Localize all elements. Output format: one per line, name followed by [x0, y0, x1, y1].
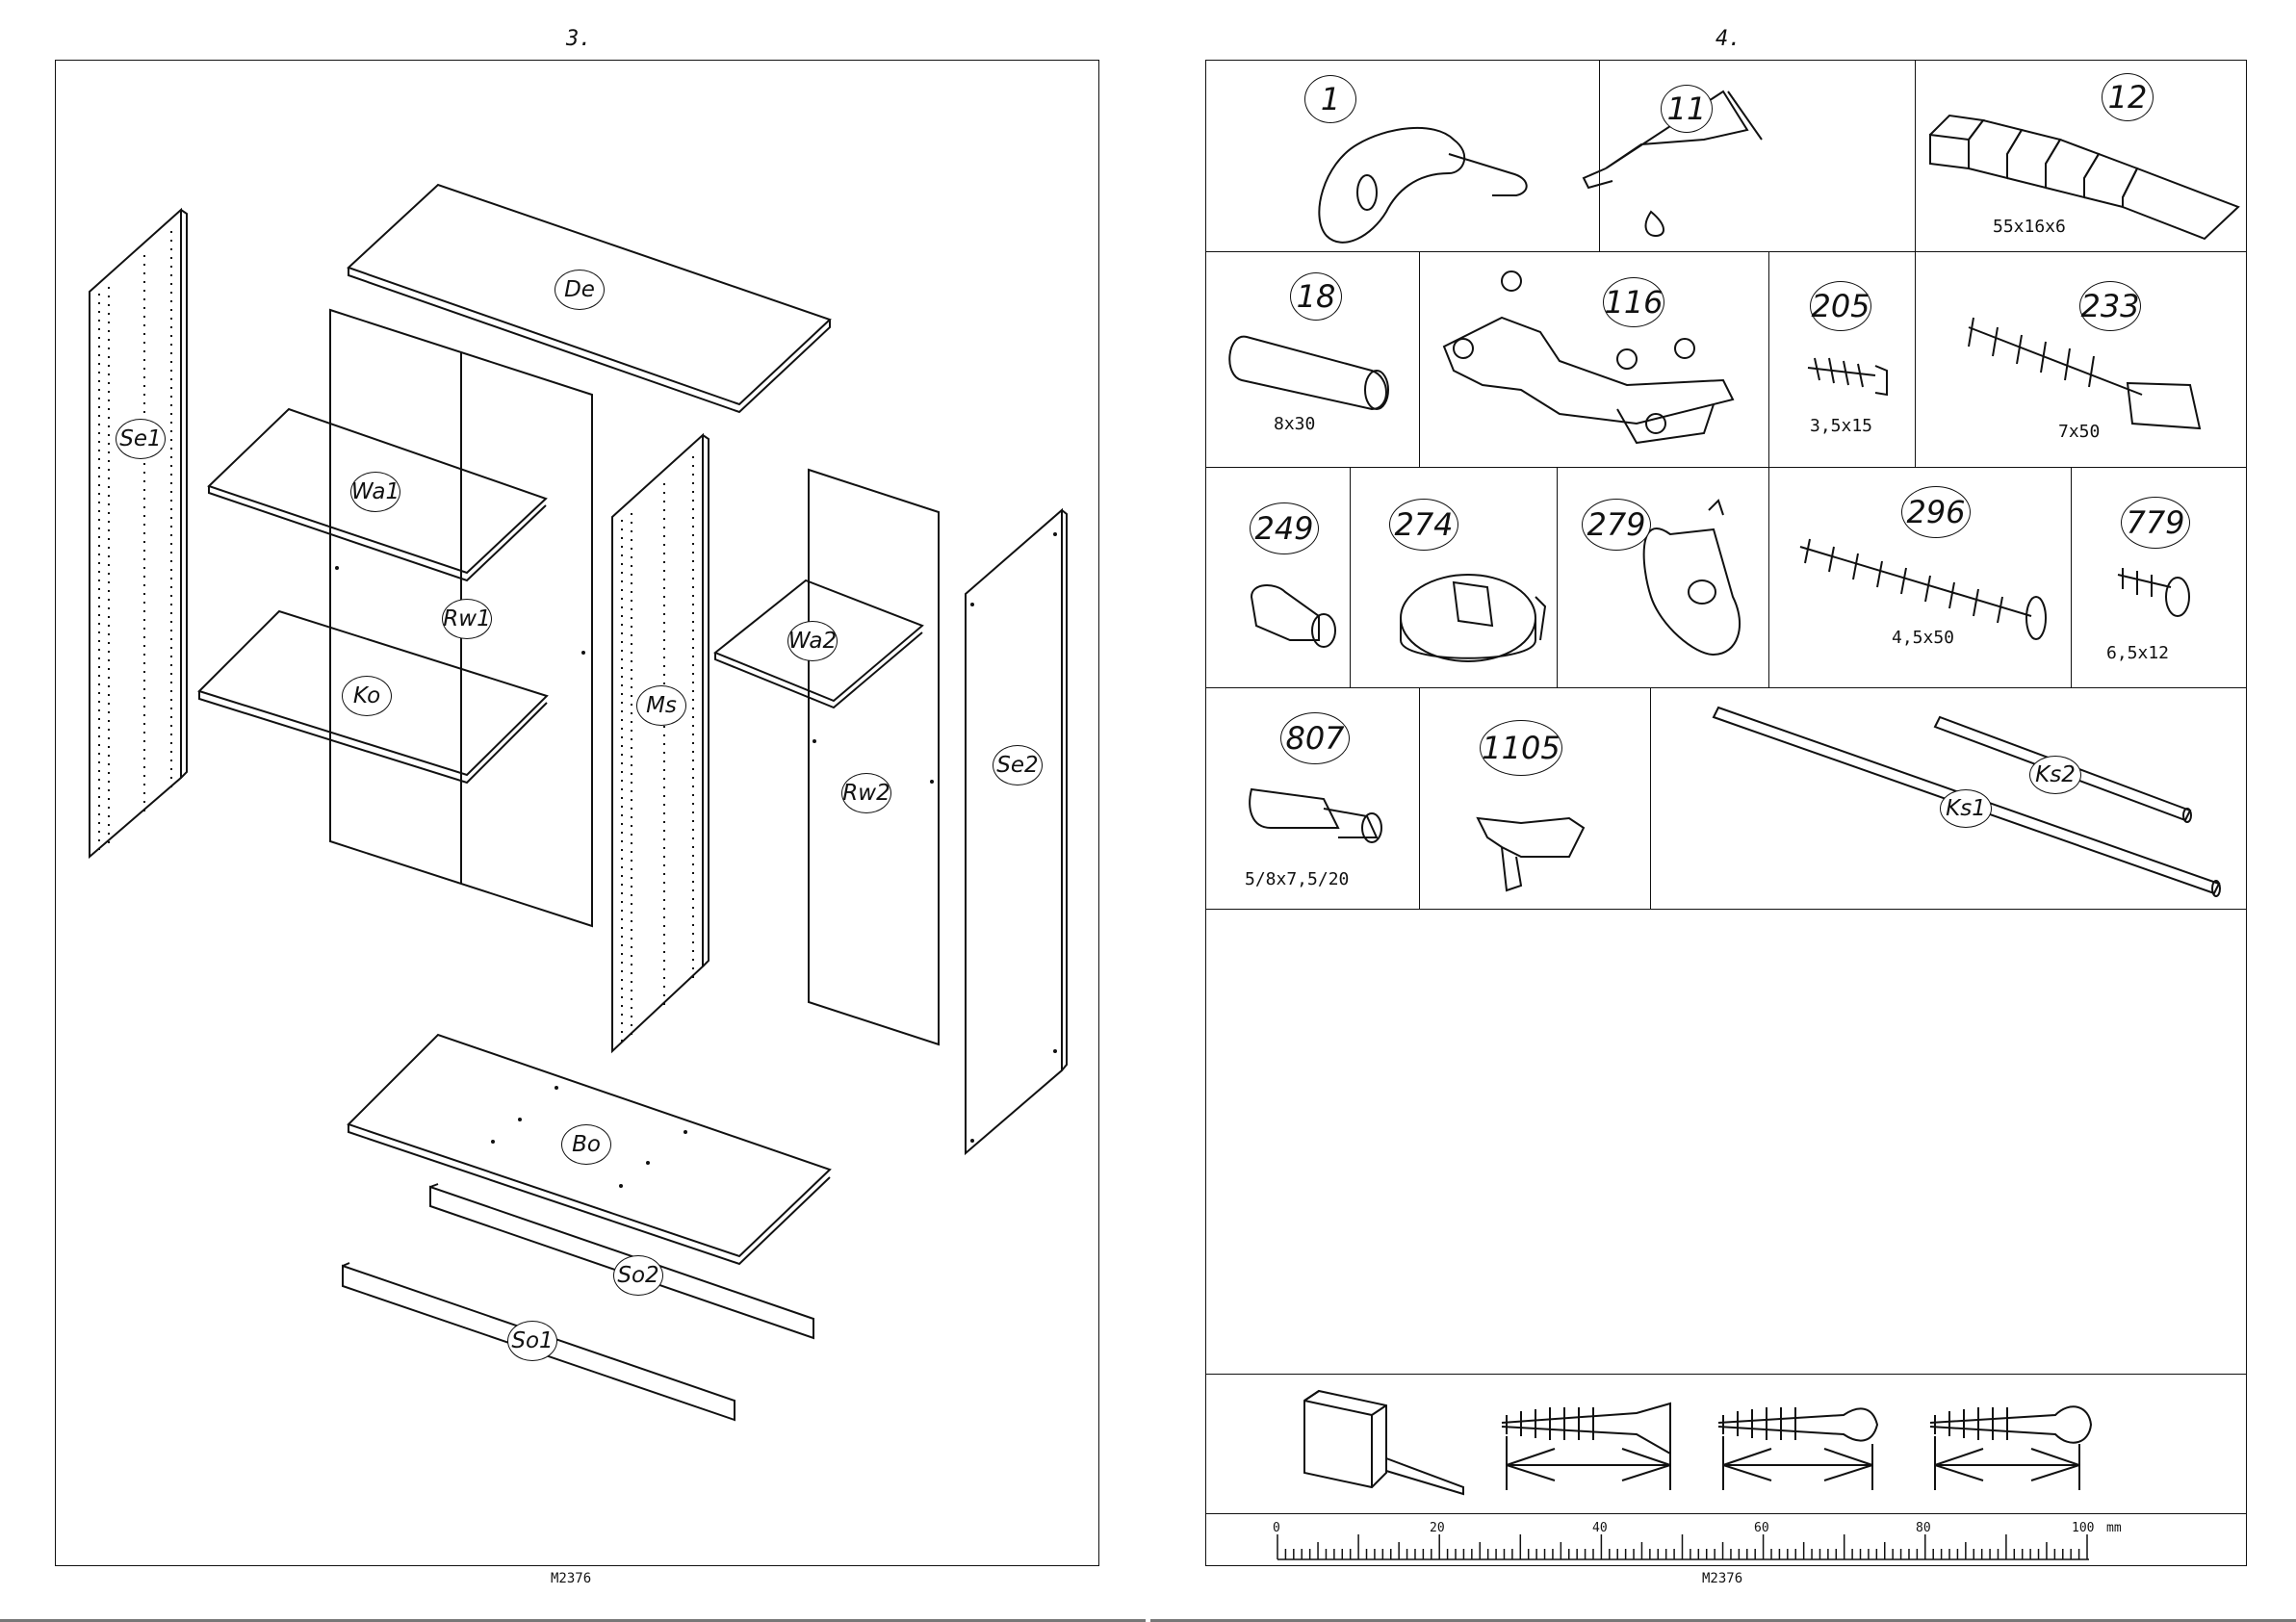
hardware-id-249: 249	[1250, 502, 1319, 554]
ruler-label-0: 0	[1273, 1521, 1280, 1535]
ruler-unit: mm	[2106, 1521, 2122, 1535]
hardware-id-12: 12	[2102, 73, 2154, 121]
hardware-id-11: 11	[1661, 85, 1713, 133]
hardware-size-12: 55x16x6	[1993, 217, 2066, 237]
hardware-size-233: 7x50	[2058, 422, 2100, 442]
ruler-label-40: 40	[1592, 1521, 1608, 1535]
rod-label-ks1: Ks1	[1940, 789, 1992, 828]
hardware-id-116: 116	[1603, 277, 1664, 327]
hardware-id-807: 807	[1280, 712, 1350, 764]
ruler-label-60: 60	[1754, 1521, 1769, 1535]
rod-label-ks2: Ks2	[2029, 756, 2081, 794]
hardware-size-205: 3,5x15	[1810, 416, 1872, 436]
ruler-label-20: 20	[1430, 1521, 1445, 1535]
hardware-id-1: 1	[1304, 75, 1356, 123]
ruler-label-80: 80	[1916, 1521, 1931, 1535]
ruler-label-100: 100	[2072, 1521, 2094, 1535]
hardware-id-779: 779	[2121, 497, 2190, 549]
hardware-id-279: 279	[1582, 499, 1651, 551]
hardware-id-233: 233	[2079, 281, 2141, 331]
hardware-size-779: 6,5x12	[2106, 643, 2169, 663]
hardware-size-18: 8x30	[1274, 414, 1315, 434]
hardware-id-296: 296	[1901, 486, 1971, 538]
hardware-size-807: 5/8x7,5/20	[1245, 869, 1349, 889]
hardware-size-296: 4,5x50	[1892, 628, 1954, 648]
hardware-id-274: 274	[1389, 499, 1458, 551]
ruler-ticks	[1277, 1534, 2087, 1559]
hardware-id-1105: 1105	[1480, 720, 1562, 776]
hardware-id-18: 18	[1290, 272, 1342, 321]
hardware-id-205: 205	[1810, 281, 1871, 331]
